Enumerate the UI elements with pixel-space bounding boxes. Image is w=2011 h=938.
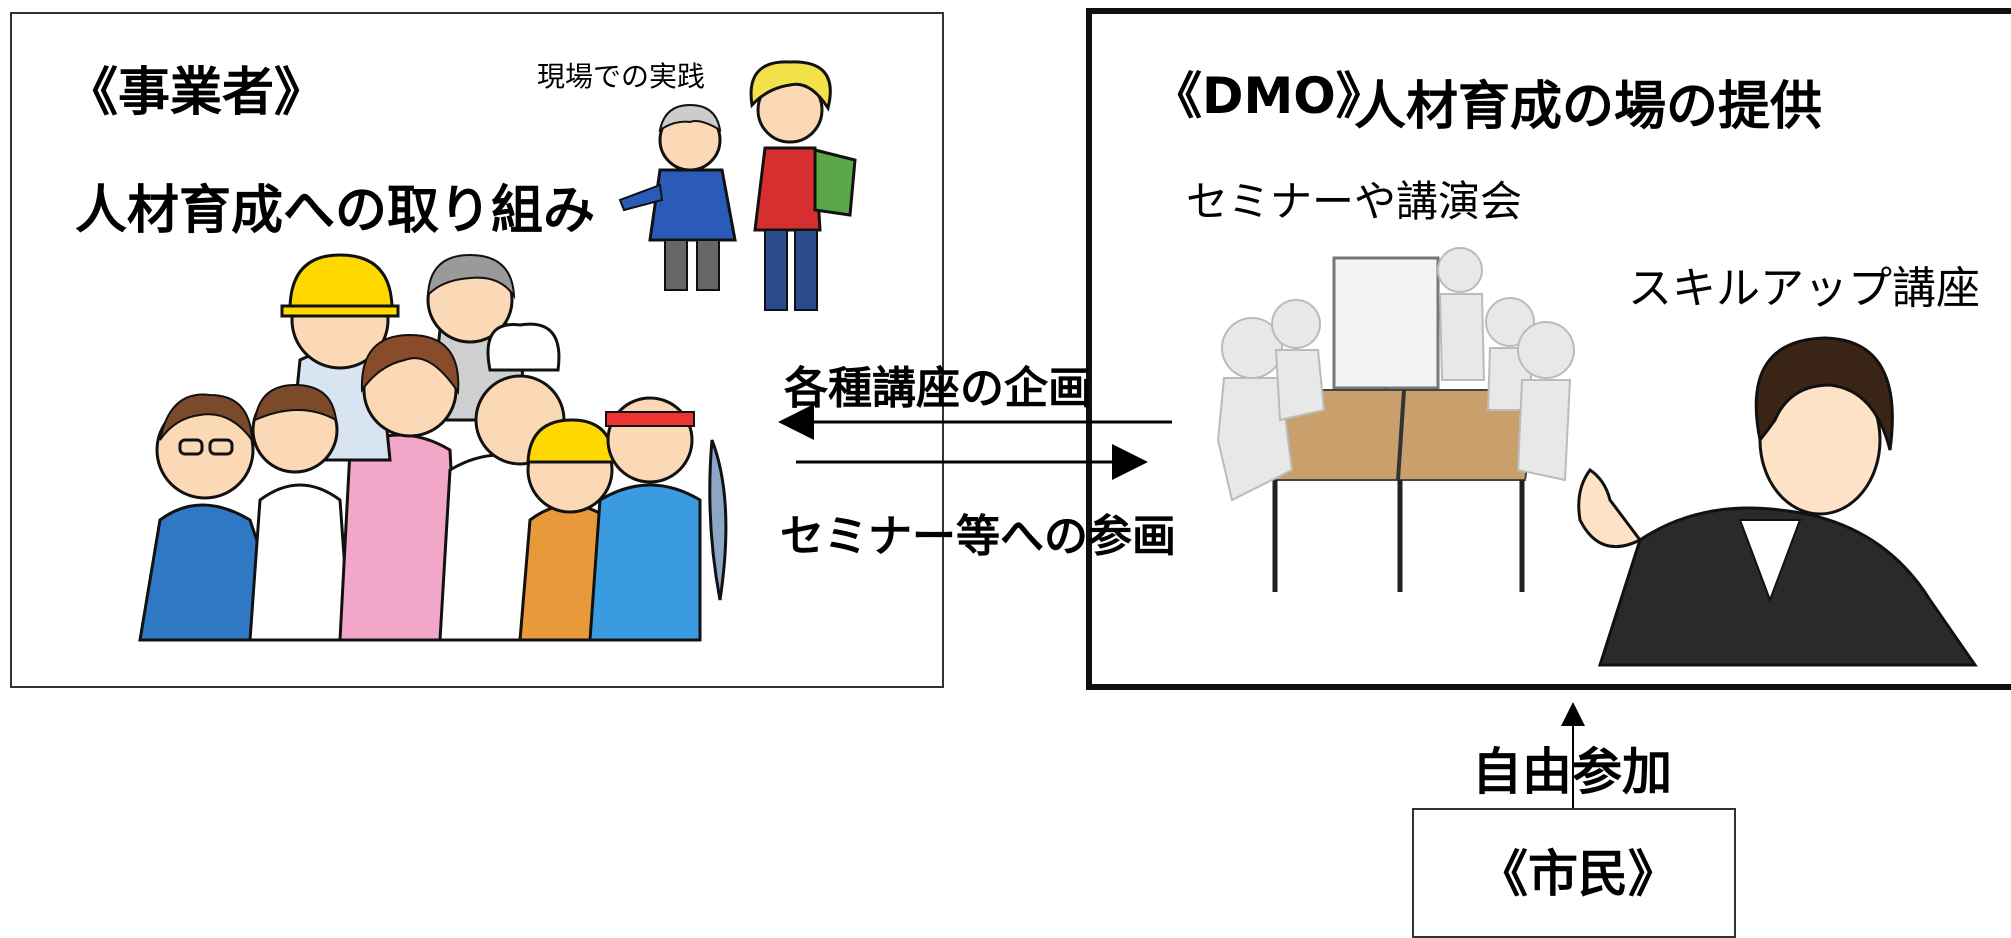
- onsite-practice-illustration: [618, 60, 857, 311]
- business-title: 《事業者》: [66, 63, 327, 123]
- citizen-title: 《市民》: [1478, 845, 1678, 903]
- workers-group-illustration: [138, 253, 728, 642]
- instructor-illustration: [1577, 336, 1978, 667]
- free-participation-label: 自由参加: [1472, 743, 1672, 801]
- meeting-illustration: [1216, 247, 1575, 592]
- business-subtitle: 人材育成への取り組み: [75, 181, 596, 241]
- onsite-practice-label: 現場での実践: [537, 60, 706, 93]
- dmo-title: 人材育成の場の提供: [1354, 77, 1823, 137]
- dmo-tag: 《DMO》: [1152, 67, 1386, 125]
- diagram-graphics: [138, 60, 1978, 808]
- skillup-label: スキルアップ講座: [1628, 263, 1980, 314]
- seminar-label: セミナーや講演会: [1186, 177, 1523, 226]
- join-label: セミナー等への参画: [780, 511, 1176, 562]
- plan-label: 各種講座の企画: [784, 363, 1092, 414]
